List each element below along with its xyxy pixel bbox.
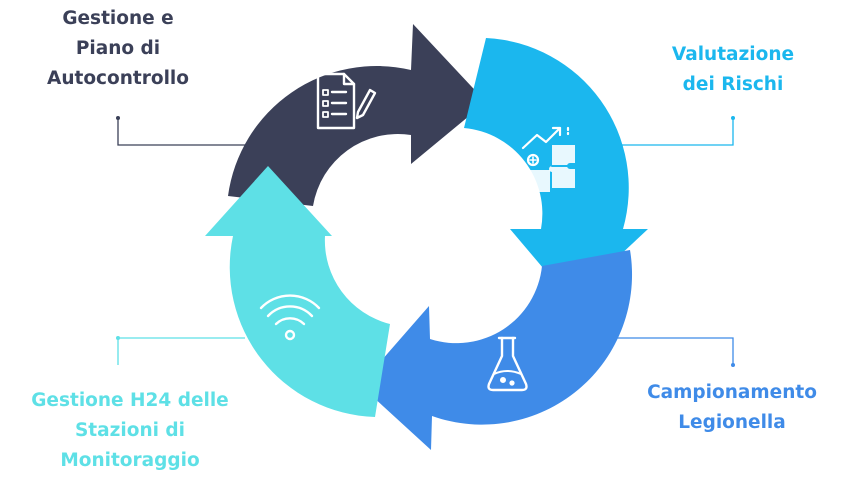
puzzle-growth-icon (521, 126, 576, 192)
arrow-segment-campionamento (360, 250, 633, 450)
step-label-line: Piano di (75, 38, 161, 59)
step-label-line: dei Rischi (682, 74, 784, 95)
leader-line-bottom-left (117, 337, 245, 365)
step-label-line: Monitoraggio (60, 450, 200, 471)
step-label-campionamento-legionella: Campionamento Legionella (624, 378, 840, 438)
step-label-line: Legionella (678, 412, 786, 433)
leader-line-top-left (117, 118, 250, 146)
step-label-line: Stazioni di (74, 420, 185, 441)
step-label-gestione-h24: Gestione H24 delle Stazioni di Monitorag… (5, 386, 255, 476)
step-label-line: Autocontrollo (47, 68, 189, 89)
step-label-line: Gestione H24 delle (31, 390, 229, 411)
leader-line-bottom-right (600, 337, 734, 365)
step-label-gestione-piano: Gestione e Piano di Autocontrollo (20, 4, 216, 94)
document-checklist-icon (316, 72, 377, 130)
lab-flask-icon (487, 336, 528, 392)
step-label-line: Gestione e (62, 8, 174, 29)
arrow-segment-gestione-h24 (205, 166, 390, 417)
step-label-valutazione-rischi: Valutazione dei Rischi (640, 40, 826, 100)
step-label-line: Campionamento (647, 382, 817, 403)
leader-line-top-right (578, 118, 734, 146)
wifi-signal-icon (259, 294, 321, 341)
step-label-line: Valutazione (671, 44, 795, 65)
